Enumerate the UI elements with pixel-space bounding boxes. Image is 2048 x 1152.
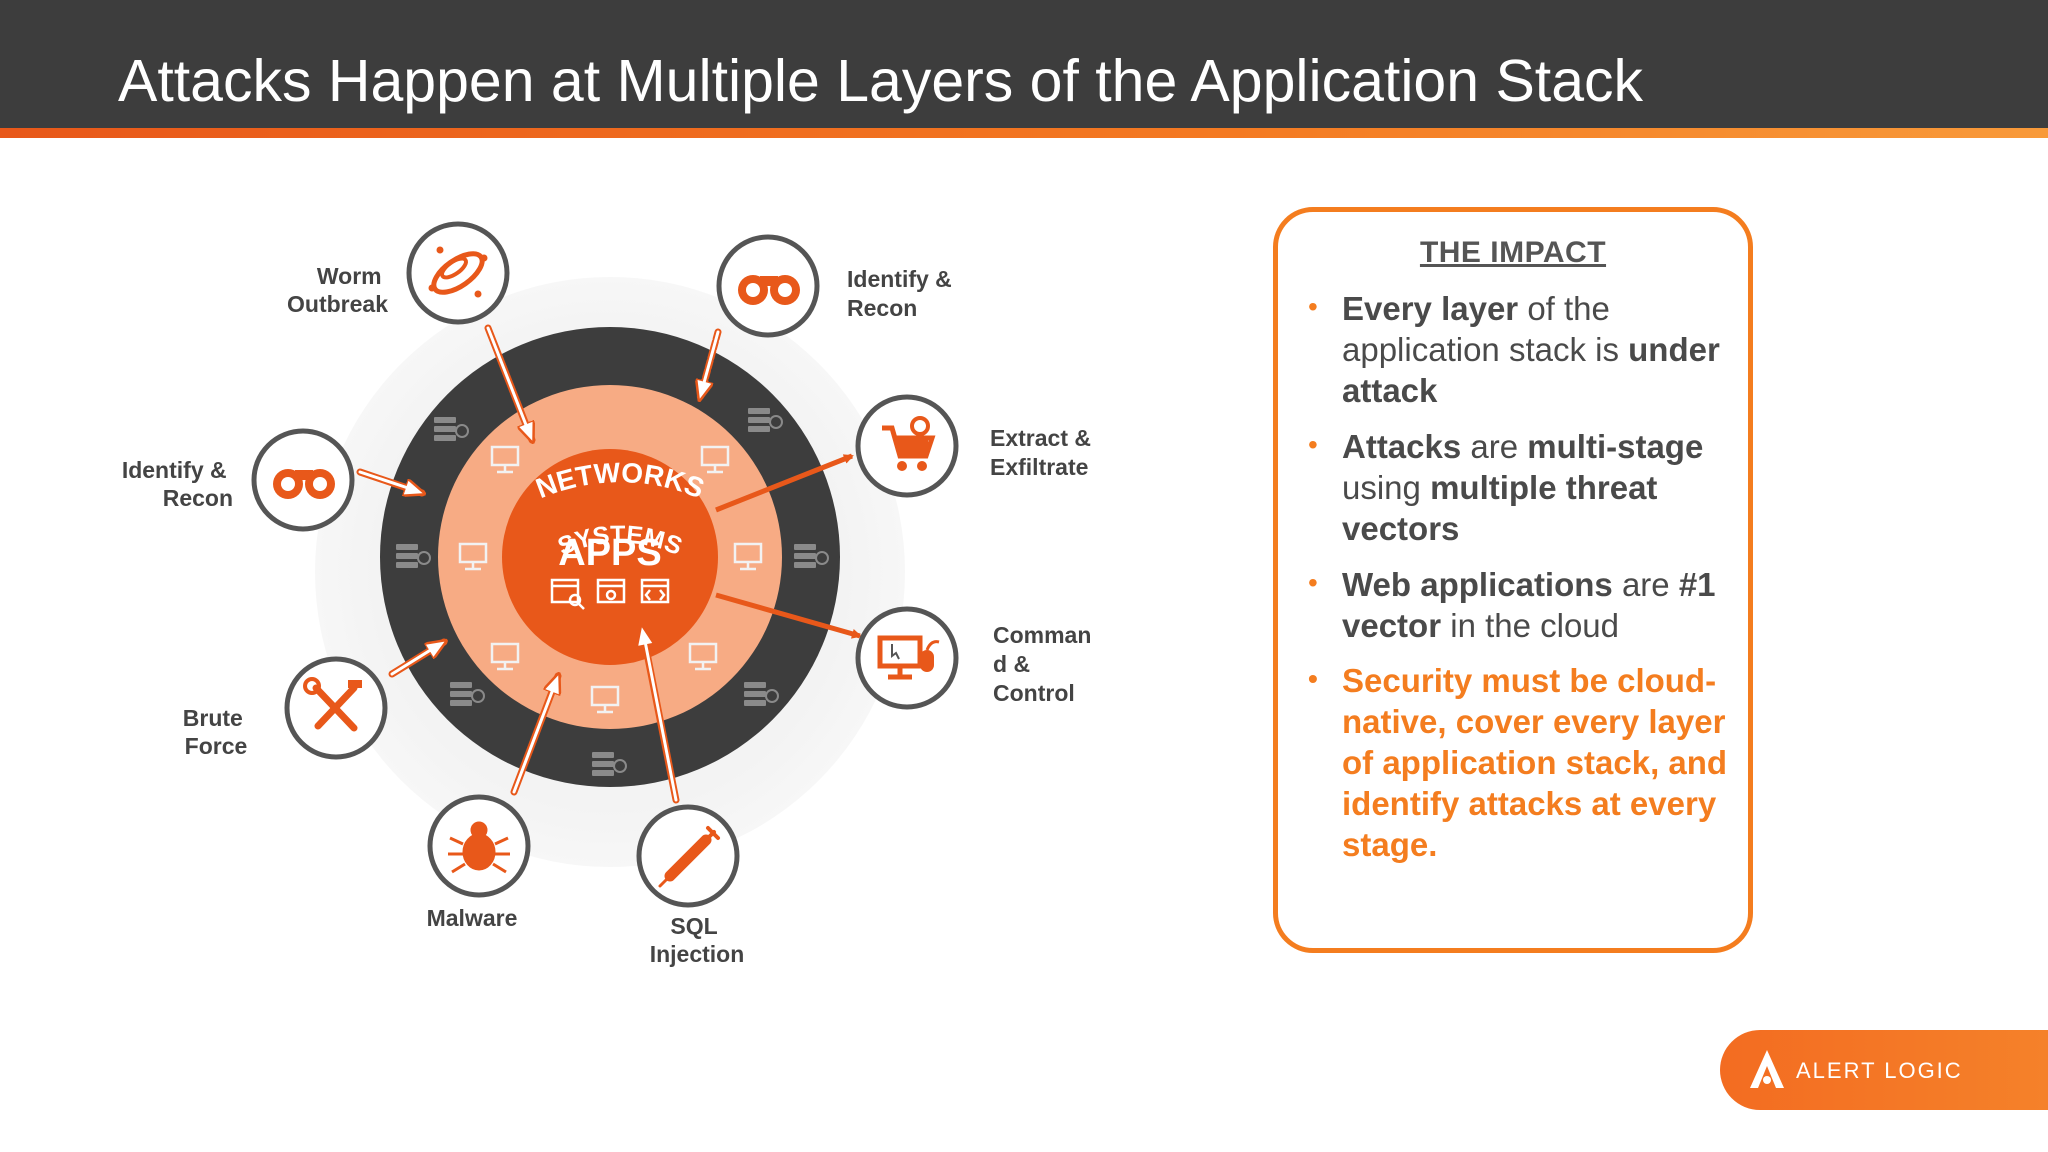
label-line: Brute <box>183 705 243 731</box>
computer-icon <box>458 542 488 571</box>
alert-logic-logo-mark <box>1750 1050 1784 1088</box>
bug-icon <box>448 821 510 874</box>
alert-logic-logo: ALERT LOGIC <box>1720 1030 2048 1110</box>
server-icon <box>450 682 485 706</box>
slide-title: Attacks Happen at Multiple Layers of the… <box>118 48 1644 114</box>
bullet-bold-text: under attack <box>1342 331 1720 409</box>
bullet-bold-text: multiple threat vectors <box>1342 469 1658 547</box>
node-worm-outbreak <box>406 221 510 325</box>
network-server-icons <box>396 408 829 776</box>
bullet-text: are <box>1612 566 1679 603</box>
attack-layers-diagram: NETWORKS SYSTEMS APPS <box>122 221 1098 967</box>
bacteria-icon <box>428 246 488 298</box>
node-identify-recon-left <box>251 428 355 532</box>
bullet-text: of the application stack is <box>1342 290 1629 368</box>
server-icon <box>794 544 829 568</box>
impact-bullet-2: Attacks are multi-stage using multiple t… <box>1308 424 1742 549</box>
header-accent-bar <box>0 128 2048 138</box>
apps-core-label: APPS <box>558 532 661 574</box>
app-window-gear-icon <box>596 578 626 604</box>
logo-text: ALERT LOGIC <box>1796 1058 1963 1083</box>
server-icon <box>592 752 627 776</box>
shopping-cart-icon <box>882 416 936 471</box>
node-malware-label: Malware <box>427 905 518 931</box>
server-icon <box>744 682 779 706</box>
bullet-bold-text: Web applications <box>1342 566 1613 603</box>
node-identify-recon-left-label: Identify & Recon <box>122 457 233 511</box>
app-window-search-icon <box>550 578 585 610</box>
bullet-bold-text: multi-stage <box>1527 428 1704 465</box>
server-icon <box>748 408 783 432</box>
app-window-code-icon <box>640 578 670 604</box>
bullet-text: are <box>1461 428 1528 465</box>
threat-nodes: Worm Outbreak Identify & Recon <box>122 221 1098 967</box>
bullet-bold-text: Attacks <box>1342 428 1462 465</box>
node-command-control <box>855 606 959 710</box>
system-computer-icons <box>458 445 763 714</box>
bullet-bold-text: #1 vector <box>1342 566 1716 644</box>
label-line: Identify & <box>847 266 952 292</box>
bullet-bold-text: Every layer <box>1342 290 1519 327</box>
arrow-command-out <box>715 592 862 639</box>
computer-mouse-icon <box>877 635 940 680</box>
binoculars-icon <box>738 275 800 305</box>
incoming-attack-arrows <box>356 324 722 804</box>
label-line: Injection <box>650 941 745 967</box>
computer-icon <box>490 445 520 474</box>
arrow-extract-out <box>715 453 854 513</box>
node-sql-injection <box>636 804 740 908</box>
node-brute-force-label: Brute Force <box>183 705 249 759</box>
node-worm-outbreak-label: Worm Outbreak <box>287 263 388 317</box>
computer-icon <box>733 542 763 571</box>
label-line: SQL <box>670 913 717 939</box>
node-extract-exfiltrate <box>855 394 959 498</box>
label-line: Extract & <box>990 425 1091 451</box>
label-line: Worm <box>317 263 382 289</box>
label-line: Recon <box>847 295 917 321</box>
impact-title: THE IMPACT <box>1419 236 1607 269</box>
label-line: d & <box>993 651 1030 677</box>
node-command-control-label: Comman d & Control <box>993 622 1098 706</box>
label-line: Outbreak <box>287 291 388 317</box>
label-line: Identify & <box>122 457 227 483</box>
syringe-icon <box>658 826 720 888</box>
label-line: Control <box>993 680 1075 706</box>
server-icon <box>396 544 431 568</box>
bullet-text: using <box>1342 428 1713 506</box>
node-extract-exfiltrate-label: Extract & Exfiltrate <box>990 425 1097 480</box>
node-sql-injection-label: SQL Injection <box>650 913 745 967</box>
binoculars-icon <box>273 469 335 499</box>
label-line: Comman <box>993 622 1091 648</box>
outgoing-attack-arrows <box>715 453 862 639</box>
computer-icon <box>700 445 730 474</box>
label-line: Force <box>185 733 248 759</box>
label-line: Exfiltrate <box>990 454 1088 480</box>
bullet-highlight-text: Security must be cloud-native, cover eve… <box>1342 662 1737 863</box>
computer-icon <box>590 685 620 714</box>
impact-panel: THE IMPACT Every layer of the applicatio… <box>1273 207 1753 953</box>
slide-header: Attacks Happen at Multiple Layers of the… <box>0 0 2048 128</box>
app-window-icons <box>550 578 670 610</box>
server-icon <box>434 417 469 441</box>
node-malware <box>427 794 531 898</box>
computer-icon <box>688 642 718 671</box>
computer-icon <box>490 642 520 671</box>
impact-bullet-4: Security must be cloud-native, cover eve… <box>1308 658 1742 865</box>
node-identify-recon-top <box>716 234 820 338</box>
bullet-text: in the cloud <box>1441 607 1620 644</box>
apps-core <box>502 449 718 665</box>
node-identify-recon-top-label: Identify & Recon <box>847 266 958 321</box>
tools-icon <box>303 677 362 732</box>
node-brute-force <box>284 656 388 760</box>
impact-bullet-1: Every layer of the application stack is … <box>1308 286 1742 411</box>
label-line: Malware <box>427 905 518 931</box>
impact-bullet-3: Web applications are #1 vector in the cl… <box>1308 562 1742 646</box>
label-line: Recon <box>163 485 233 511</box>
